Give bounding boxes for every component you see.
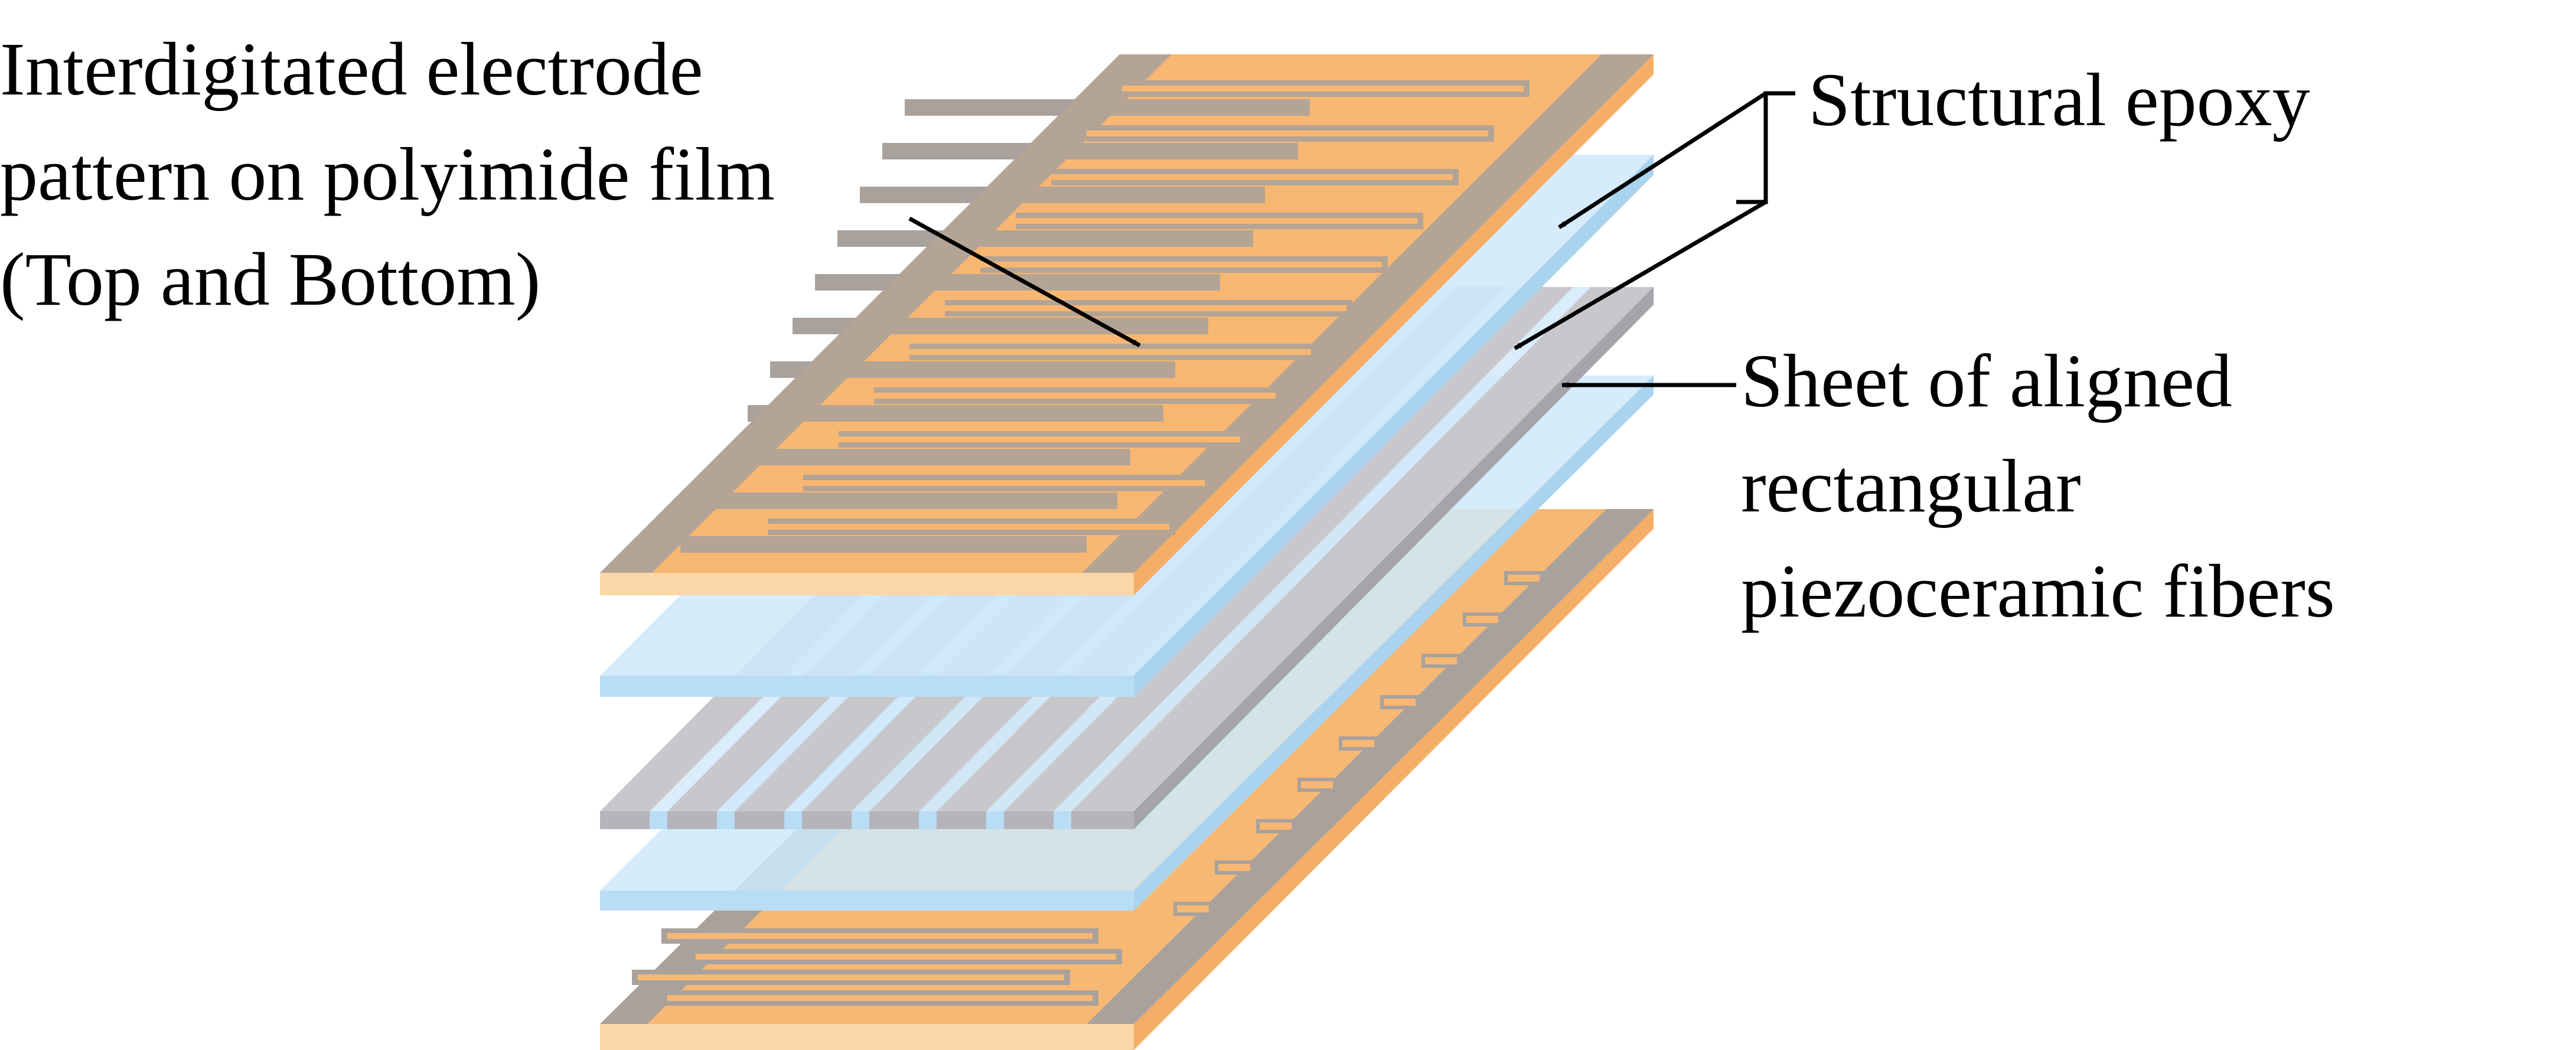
- callout-arrows: [908, 91, 1795, 388]
- electrode-label: Interdigitated electrode pattern on poly…: [0, 17, 775, 332]
- epoxy-bracket: [1736, 91, 1795, 204]
- electrode-label-line-1: Interdigitated electrode: [0, 27, 703, 111]
- epoxy-arrow-upper: [1558, 92, 1767, 229]
- electrode-label-line-3: (Top and Bottom): [0, 237, 541, 321]
- fibers-label-line-3: piezoceramic fibers: [1741, 549, 2335, 633]
- top-electrode-film: [600, 54, 1654, 595]
- electrode-arrow: [908, 216, 1141, 348]
- electrode-label-line-2: pattern on polyimide film: [0, 132, 775, 216]
- epoxy-label-line-1: Structural epoxy: [1808, 58, 2310, 142]
- fibers-label-line-2: rectangular: [1741, 444, 2081, 528]
- fibers-label: Sheet of aligned rectangular piezocerami…: [1741, 328, 2335, 644]
- epoxy-arrow-lower: [1514, 200, 1767, 351]
- fibers-label-line-1: Sheet of aligned: [1741, 339, 2232, 423]
- epoxy-label: Structural epoxy: [1808, 47, 2310, 152]
